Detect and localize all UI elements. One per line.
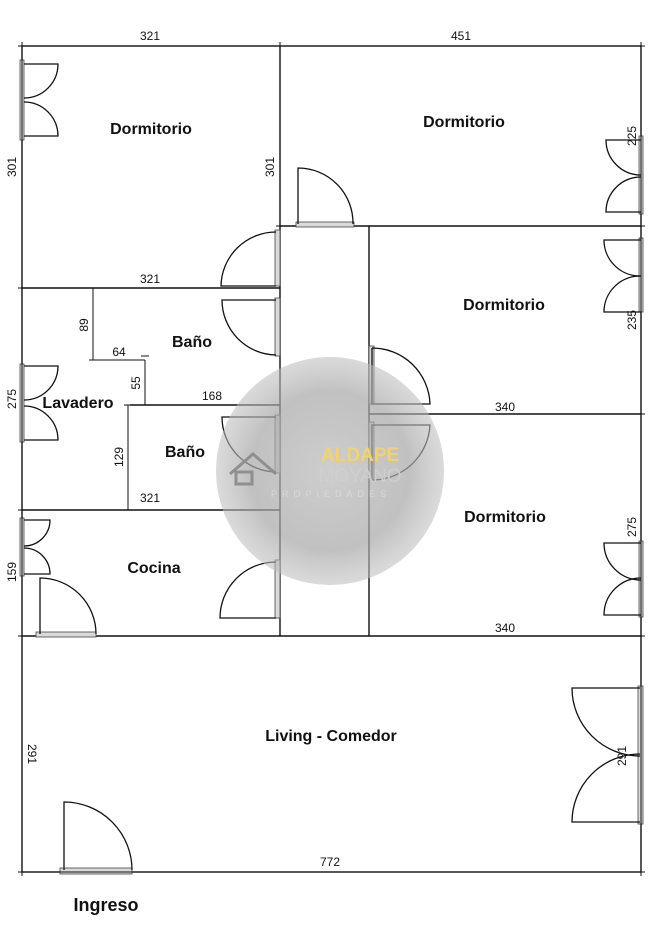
dim-total-width: 772 xyxy=(320,855,340,869)
room-label-ingreso: Ingreso xyxy=(73,895,138,915)
room-labels: Dormitorio Dormitorio Dormitorio Baño La… xyxy=(42,114,546,915)
door-icon xyxy=(221,297,281,357)
dim-bano-lower-width: 168 xyxy=(202,389,222,403)
room-label-bano-lower: Baño xyxy=(165,444,205,461)
dim-center-dorm-height: 301 xyxy=(263,157,277,177)
dim-bano-height: 89 xyxy=(77,318,91,332)
dim-living-left-height: 291 xyxy=(25,744,39,764)
room-label-dorm-low-right: Dormitorio xyxy=(464,509,546,526)
window-icon xyxy=(605,135,644,215)
room-label-bano-upper: Baño xyxy=(172,334,212,351)
dim-dorm-low-height: 275 xyxy=(625,517,639,537)
door-icon xyxy=(35,577,97,638)
dimension-lines xyxy=(18,42,645,876)
dim-cocina-top-width: 321 xyxy=(140,491,160,505)
dim-bano-top-width: 321 xyxy=(140,272,160,286)
window-icon xyxy=(19,59,59,141)
dim-dorm-mid-width: 340 xyxy=(495,400,515,414)
watermark-brand-top: ALDAPE xyxy=(321,445,399,466)
room-label-dorm-top-left: Dormitorio xyxy=(110,121,192,138)
house-icon xyxy=(229,452,277,486)
window-icon xyxy=(603,540,644,618)
entrance-door-icon xyxy=(59,801,133,875)
dim-right-top-height: 225 xyxy=(625,126,639,146)
door-icon xyxy=(219,559,281,619)
room-label-living: Living - Comedor xyxy=(265,728,397,745)
window-icon xyxy=(571,685,644,825)
dim-lavadero-left-height: 275 xyxy=(5,389,19,409)
dim-cocina-height: 159 xyxy=(5,562,19,582)
watermark-tagline: PROPIEDADES xyxy=(271,489,391,499)
door-icon xyxy=(220,229,281,287)
watermark-brand-bottom: MOYANO xyxy=(318,466,401,487)
watermark-logo: ALDAPE MOYANO PROPIEDADES xyxy=(216,357,444,585)
room-label-cocina: Cocina xyxy=(127,560,180,577)
room-label-dorm-top-right: Dormitorio xyxy=(423,114,505,131)
dimension-labels: 321 451 301 301 225 321 89 64 55 168 275… xyxy=(5,29,639,869)
dim-dorm-mid-height: 235 xyxy=(625,310,639,330)
dim-living-right-height: 291 xyxy=(615,746,629,766)
room-label-lavadero: Lavadero xyxy=(42,395,113,412)
dim-lavadero-height: 55 xyxy=(129,376,143,390)
window-icon xyxy=(19,517,51,577)
dim-dorm-low-width: 340 xyxy=(495,621,515,635)
dim-top-right-width: 451 xyxy=(451,29,471,43)
dim-top-left-width: 321 xyxy=(140,29,160,43)
door-icon xyxy=(295,167,355,228)
dim-lavadero-width: 64 xyxy=(112,345,126,359)
room-label-dorm-mid-right: Dormitorio xyxy=(463,297,545,314)
watermark-circle xyxy=(216,357,444,585)
window-icon xyxy=(603,237,644,313)
dim-left-dorm-height: 301 xyxy=(5,157,19,177)
dim-bano-lower-height: 129 xyxy=(112,447,126,467)
